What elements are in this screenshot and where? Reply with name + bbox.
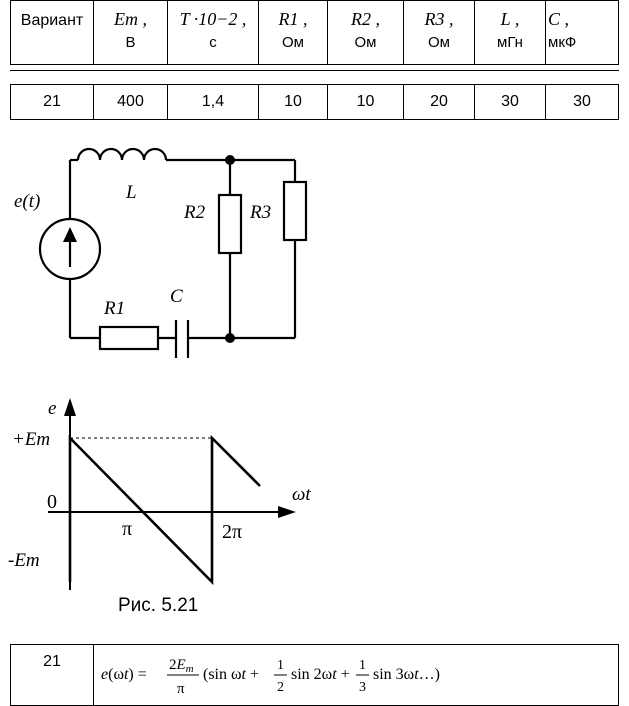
r3-label: R3 [249,202,271,223]
x-axis-label: ωt [292,484,311,505]
header-em-symbol: Em , [114,9,147,29]
formula-variant: 21 [11,645,94,705]
header-l-unit: мГн [497,34,523,51]
header-r2-unit: Ом [354,34,377,51]
header-r1-symbol: R1 , [278,9,308,29]
fourier-formula: e(ωt) = 2Em π (sin ωt + 1 2 sin 2ωt + 1 … [101,651,461,706]
header-l-symbol: L , [500,9,520,29]
svg-text:2Em: 2Em [169,657,194,675]
header-r2-symbol: R2 , [351,9,380,29]
svg-text:1: 1 [277,658,284,673]
inductor-label: L [125,182,137,203]
table-row: 21 400 1,4 10 10 20 30 30 [10,84,619,120]
header-r3: R3 , Ом [403,1,474,64]
formula-graphic: e(ωt) = 2Em π (sin ωt + 1 2 sin 2ωt + 1 … [101,657,440,697]
header-em: Em , В [93,1,167,64]
r2-resistor [217,193,243,255]
capacitor-label: C [170,286,183,307]
header-em-unit: В [125,34,136,51]
x-axis-arrow-icon [278,506,296,518]
value-t: 1,4 [167,85,258,119]
junction-top [225,155,235,165]
formula-table: 21 e(ωt) = 2Em π (sin ωt + 1 2 sin 2ωt +… [10,644,619,706]
r1-resistor [98,325,160,351]
source-arrow-icon [63,227,77,242]
value-em: 400 [93,85,167,119]
svg-text:1: 1 [359,658,366,673]
svg-text:(sin ωt +: (sin ωt + [203,666,259,683]
inductor-coil [76,147,168,161]
table-spacer [10,70,619,85]
two-pi-label: 2π [222,521,242,543]
svg-text:e(ωt) =: e(ωt) = [101,666,147,683]
y-axis-label: e [48,398,56,419]
svg-text:3: 3 [359,680,366,695]
minus-em-label: -Em [8,550,40,571]
y-axis-arrow-icon [64,398,76,416]
source-circle [38,217,102,281]
value-c: 30 [545,85,619,119]
junction-bottom [225,333,235,343]
header-variant: Вариант [10,1,93,64]
header-c-unit: мкФ [548,34,577,51]
sawtooth-waveform [68,434,261,586]
pi-label: π [122,518,132,540]
r3-resistor [282,180,308,242]
plus-em-label: +Em [12,429,50,450]
value-variant: 21 [10,85,93,119]
header-r2: R2 , Ом [327,1,403,64]
svg-text:π: π [177,681,185,697]
value-l: 30 [474,85,545,119]
svg-text:sin 2ωt +: sin 2ωt + [291,666,350,683]
figure-caption: Рис. 5.21 [118,595,199,616]
r1-label: R1 [103,298,125,319]
zero-label: 0 [47,491,57,513]
header-c: C , мкФ [545,1,619,64]
header-r3-symbol: R3 , [424,9,454,29]
header-r1-unit: Ом [282,34,304,51]
header-t-unit: с [209,34,217,51]
header-t-symbol: T ·10−2 , [179,9,247,29]
header-c-symbol: C , [548,9,570,29]
header-r3-unit: Ом [428,34,450,51]
svg-text:sin 3ωt…): sin 3ωt…) [373,666,440,683]
value-r3: 20 [403,85,474,119]
source-label: e(t) [14,191,40,212]
table-header-row: Вариант Em , В T ·10−2 , с R1 , Ом R2 , … [10,0,619,65]
value-r1: 10 [258,85,327,119]
header-t: T ·10−2 , с [167,1,258,64]
value-r2: 10 [327,85,403,119]
header-r1: R1 , Ом [258,1,327,64]
header-l: L , мГн [474,1,545,64]
r2-label: R2 [183,202,206,223]
svg-text:2: 2 [277,680,284,695]
